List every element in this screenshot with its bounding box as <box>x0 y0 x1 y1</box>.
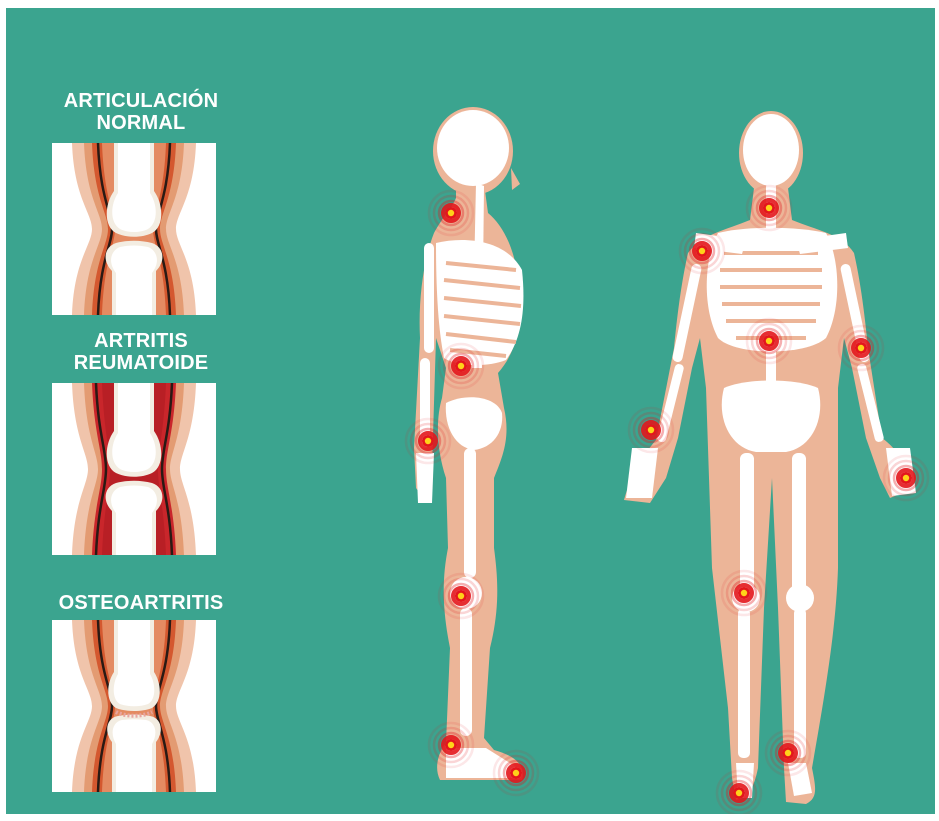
illustration-canvas: ARTICULACIÓN NORMAL ARTRITIS REUMATOIDE <box>6 8 935 814</box>
body-figures <box>6 8 935 814</box>
